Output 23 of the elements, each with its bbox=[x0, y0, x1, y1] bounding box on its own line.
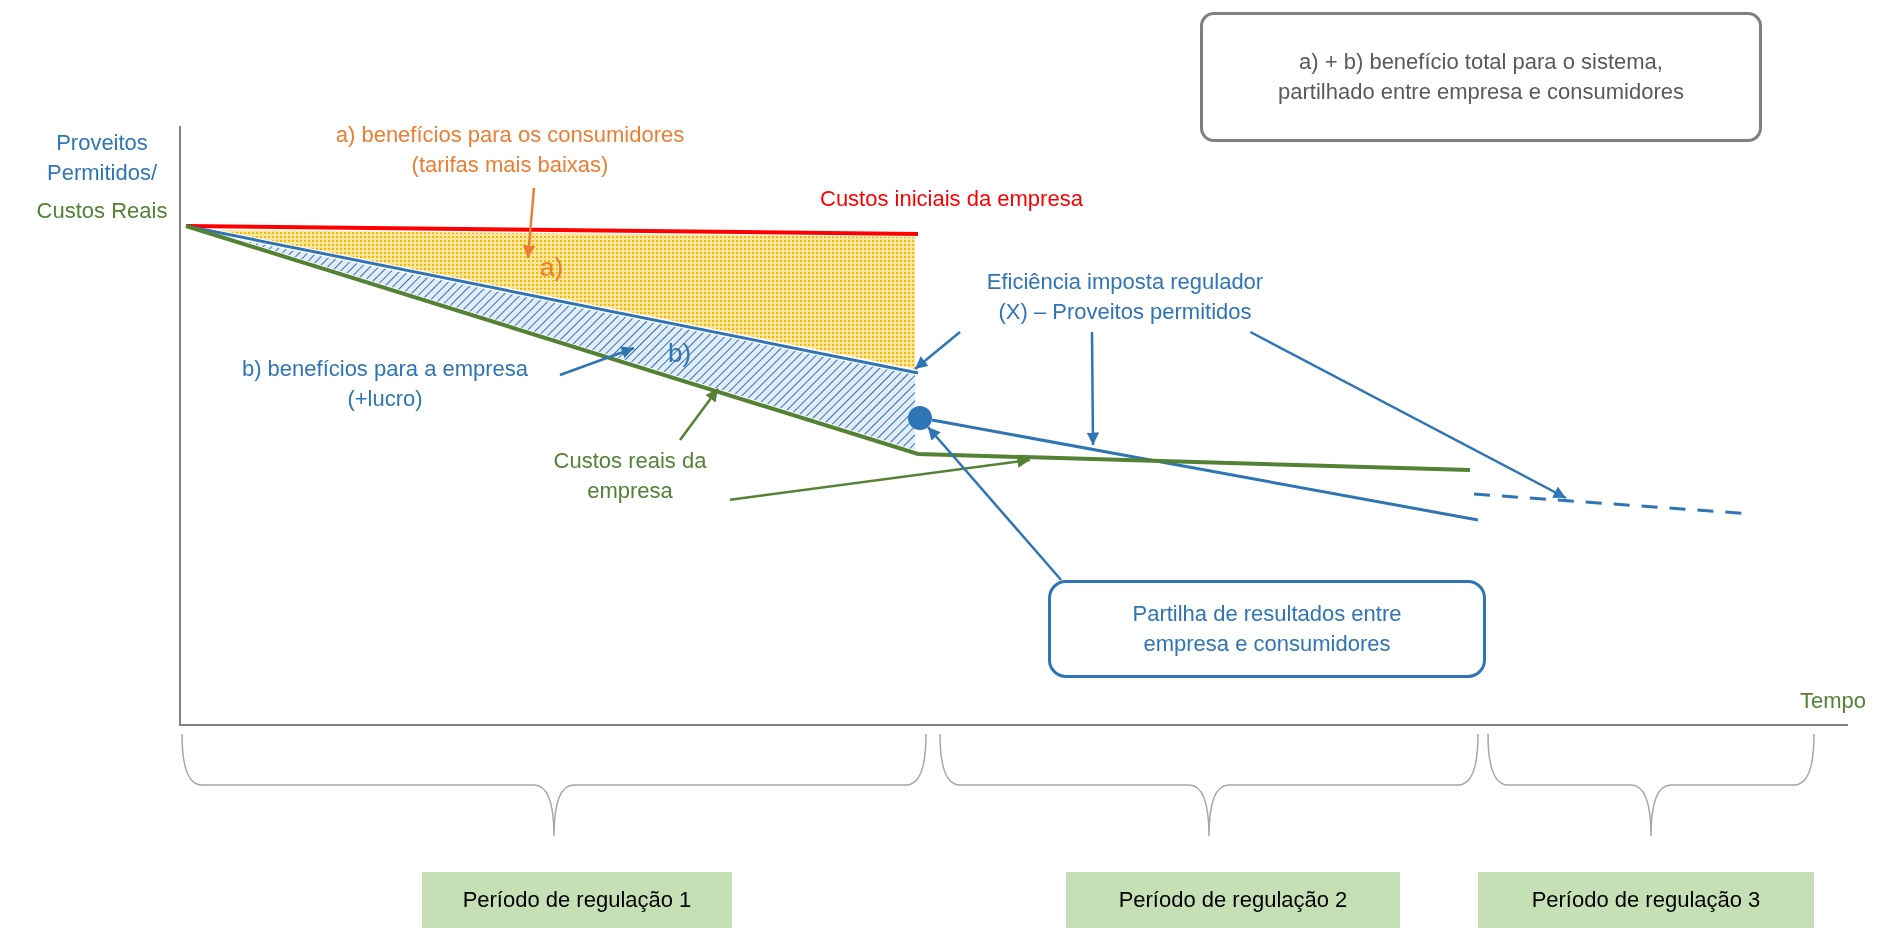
arrow bbox=[679, 387, 719, 441]
leader-line bbox=[1249, 330, 1567, 500]
summary-box: a) + b) benefício total para o sistema, partilhado entre empresa e consumidores bbox=[1200, 12, 1762, 142]
arrow bbox=[914, 331, 961, 370]
period-box: Período de regulação 3 bbox=[1478, 872, 1814, 928]
leader-line bbox=[729, 455, 1031, 501]
arrow bbox=[926, 426, 1063, 581]
leader-line bbox=[1086, 332, 1100, 445]
annotation-text: a) benefícios para os consumidores (tarifas mais baixas) bbox=[300, 112, 720, 188]
arrow bbox=[522, 187, 536, 259]
annotation-text: Custos reais da empresa bbox=[530, 440, 730, 512]
line-label: Custos iniciais da empresa bbox=[820, 185, 1083, 213]
period-box: Período de regulação 1 bbox=[422, 872, 732, 928]
area-label: a) bbox=[540, 252, 564, 282]
company-benefit-area bbox=[240, 240, 915, 450]
period-box: Período de regulação 2 bbox=[1066, 872, 1400, 928]
axis-title: Tempo bbox=[1800, 687, 1867, 715]
axis-title: Proveitos Permitidos/ bbox=[45, 129, 158, 187]
callout-box: Partilha de resultados entre empresa e consumidores bbox=[1048, 580, 1486, 678]
arrow bbox=[559, 346, 635, 377]
annotation-text: Eficiência imposta regulador (X) – Proveitos permitidos bbox=[960, 262, 1290, 332]
annotation-text: b) benefícios para a empresa (+lucro) bbox=[210, 352, 560, 416]
axis-title: Custos Reais bbox=[35, 197, 169, 225]
